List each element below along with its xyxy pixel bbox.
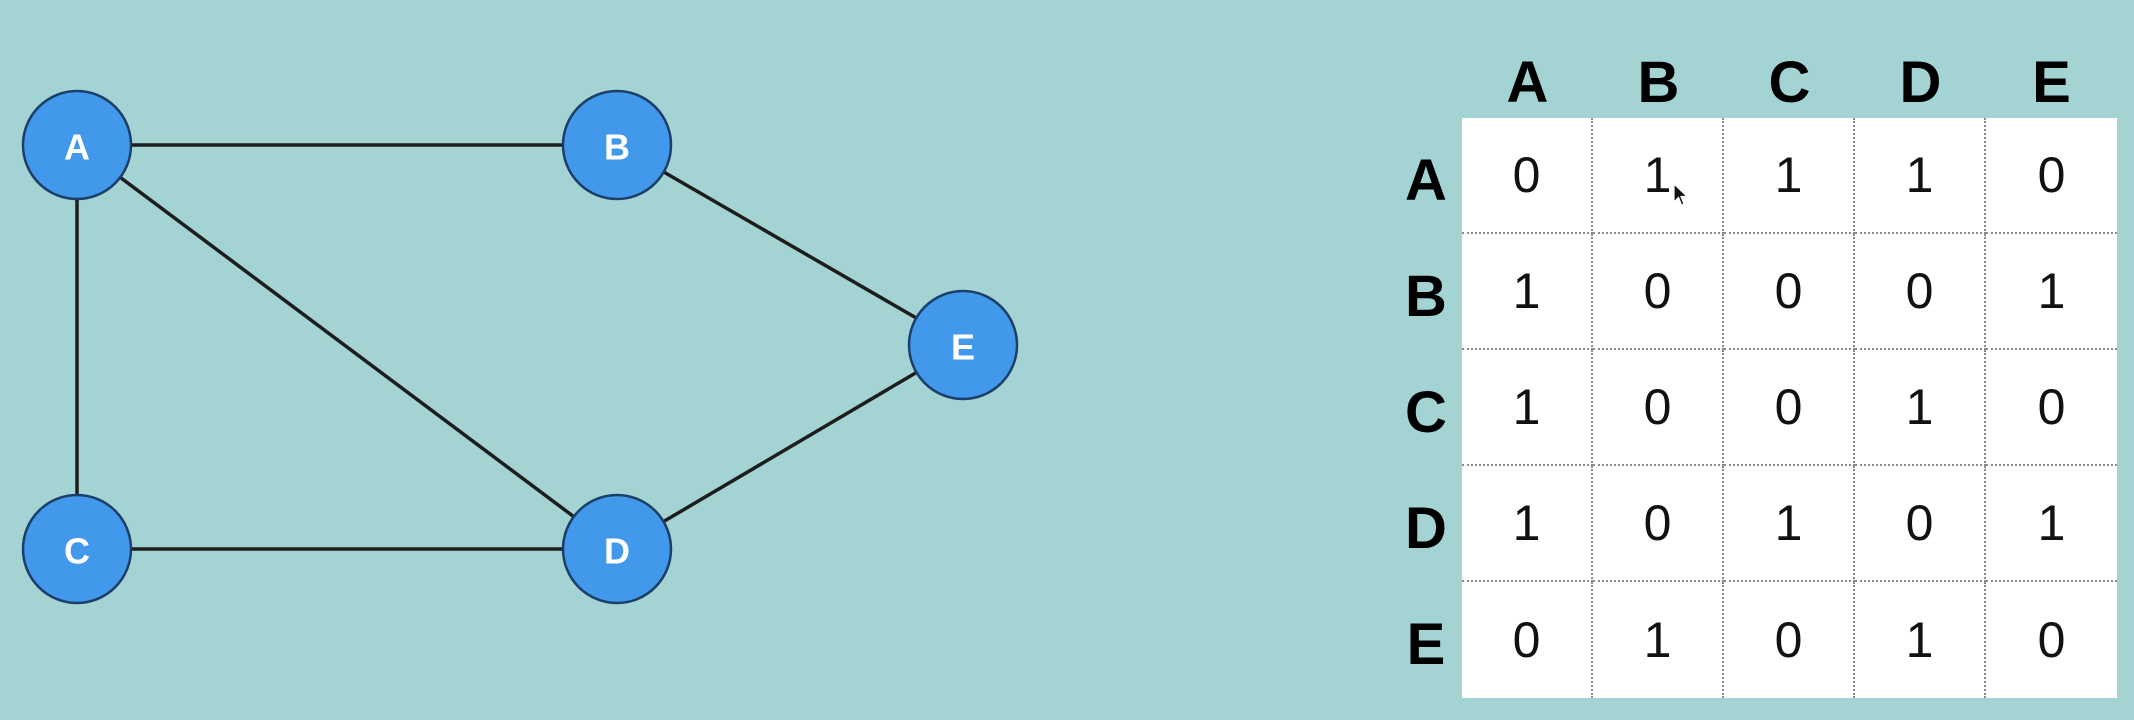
node-circle-a	[21, 89, 133, 201]
node-label-c: C	[64, 531, 90, 572]
node-circle-c	[21, 493, 133, 605]
cell-c-e: 0	[1986, 350, 2117, 466]
node-circle-d	[561, 493, 673, 605]
cell-e-e: 0	[2037, 612, 2066, 668]
graph-nodes: A B C D E	[21, 89, 1019, 605]
row-header-e: E	[1406, 612, 1446, 677]
cell-e-a: 0	[1462, 582, 1593, 698]
cell-b-b: 0	[1593, 234, 1724, 350]
cell-b-c: 0	[1724, 234, 1855, 350]
col-header-a: A	[1506, 50, 1549, 115]
graph-edges	[75, 143, 965, 551]
row-header-a: A	[1405, 148, 1447, 213]
row-header-c: C	[1405, 380, 1447, 445]
matrix-grid: 0 1 1 1 0 1 0 0 0 1 1 0 0 1 0 1 0 1 0 1 …	[1462, 118, 2117, 698]
cell-a-d: 1	[1855, 118, 1986, 234]
cell-a-b: 1	[1593, 118, 1724, 234]
col-header-e: E	[2032, 50, 2071, 115]
node-label-a: A	[64, 127, 90, 168]
cell-b-e: 1	[1986, 234, 2117, 350]
node-circle-b	[561, 89, 673, 201]
node-a: A	[21, 89, 133, 201]
col-header-b: B	[1637, 50, 1680, 115]
cell-c-a: 1	[1462, 350, 1593, 466]
node-label-e: E	[951, 327, 975, 368]
edge-b-e	[615, 143, 965, 347]
node-d: D	[561, 493, 673, 605]
node-circle-e	[907, 289, 1019, 401]
cell-d-e: 1	[1986, 466, 2117, 582]
cell-d-d: 0	[1855, 466, 1986, 582]
cell-a-a: 0	[1462, 118, 1593, 234]
node-e: E	[907, 289, 1019, 401]
cell-e-b: 1	[1593, 582, 1724, 698]
node-label-b: B	[604, 127, 630, 168]
cell-d-b: 0	[1593, 466, 1724, 582]
cell-a-e: 0	[1986, 118, 2117, 234]
cell-b-a: 1	[1462, 234, 1593, 350]
graph-diagram: A B C D E	[21, 89, 1019, 605]
cell-c-d: 1	[1855, 350, 1986, 466]
cell-e-c: 0	[1724, 582, 1855, 698]
cell-b-d: 0	[1855, 234, 1986, 350]
cell-c-c: 0	[1724, 350, 1855, 466]
cell-a-b-value: 1	[1643, 147, 1672, 203]
edge-a-d	[75, 143, 619, 551]
mouse-cursor-icon	[1673, 183, 1689, 206]
node-b: B	[561, 89, 673, 201]
adjacency-matrix: A B C D E A B C D E 0 1 1 1 0 1 0 0 0 1 …	[1390, 50, 2120, 700]
node-c: C	[21, 493, 133, 605]
edge-d-e	[615, 343, 965, 551]
col-header-d: D	[1899, 50, 1942, 115]
node-label-d: D	[604, 531, 630, 572]
row-header-d: D	[1405, 496, 1447, 561]
row-header-b: B	[1405, 264, 1447, 329]
cell-a-c: 1	[1724, 118, 1855, 234]
cell-e-d: 1	[1855, 582, 1986, 698]
col-header-c: C	[1768, 50, 1811, 115]
cell-d-c: 1	[1724, 466, 1855, 582]
cell-c-b: 0	[1593, 350, 1724, 466]
cell-d-a: 1	[1462, 466, 1593, 582]
